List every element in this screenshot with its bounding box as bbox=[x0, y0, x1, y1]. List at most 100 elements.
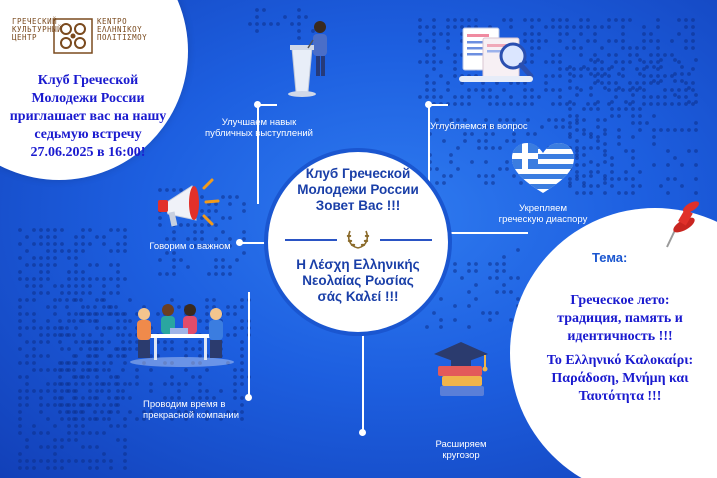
map-dot bbox=[107, 305, 111, 309]
map-dot bbox=[240, 354, 244, 358]
activity-label-speaking: Улучшаем навык публичных выступлений bbox=[205, 117, 313, 139]
map-dot bbox=[607, 25, 611, 29]
map-dot bbox=[586, 25, 590, 29]
map-dot bbox=[638, 114, 642, 118]
map-dot bbox=[74, 277, 78, 281]
map-dot bbox=[593, 81, 597, 85]
map-dot bbox=[649, 74, 653, 78]
map-dot bbox=[551, 18, 555, 22]
map-dot bbox=[691, 46, 695, 50]
map-dot bbox=[467, 95, 471, 99]
map-dot bbox=[114, 382, 118, 386]
map-dot bbox=[481, 81, 485, 85]
map-dot bbox=[652, 135, 656, 139]
map-dot bbox=[460, 102, 464, 106]
map-dot bbox=[670, 102, 674, 106]
map-dot bbox=[467, 290, 471, 294]
map-dot bbox=[198, 382, 202, 386]
map-dot bbox=[240, 403, 244, 407]
map-dot bbox=[453, 102, 457, 106]
map-dot bbox=[670, 88, 674, 92]
map-dot bbox=[200, 195, 204, 199]
map-dot bbox=[596, 135, 600, 139]
map-dot bbox=[18, 256, 22, 260]
map-dot bbox=[656, 74, 660, 78]
map-dot bbox=[214, 202, 218, 206]
map-dot bbox=[240, 361, 244, 365]
connector-dot bbox=[236, 239, 243, 246]
map-dot bbox=[652, 65, 656, 69]
map-dot bbox=[88, 396, 92, 400]
map-dot bbox=[39, 389, 43, 393]
map-dot bbox=[439, 95, 443, 99]
map-dot bbox=[509, 102, 513, 106]
map-dot bbox=[491, 181, 495, 185]
map-dot bbox=[439, 297, 443, 301]
map-dot bbox=[18, 459, 22, 463]
map-dot bbox=[116, 389, 120, 393]
map-dot bbox=[635, 88, 639, 92]
map-dot bbox=[149, 389, 153, 393]
map-dot bbox=[449, 160, 453, 164]
map-dot bbox=[18, 424, 22, 428]
map-dot bbox=[614, 53, 618, 57]
map-dot bbox=[565, 67, 569, 71]
map-dot bbox=[102, 284, 106, 288]
map-dot bbox=[39, 368, 43, 372]
map-dot bbox=[582, 107, 586, 111]
map-dot bbox=[502, 283, 506, 287]
map-dot bbox=[677, 32, 681, 36]
map-dot bbox=[463, 139, 467, 143]
connector-dot bbox=[254, 101, 261, 108]
map-dot bbox=[123, 452, 127, 456]
map-dot bbox=[67, 347, 71, 351]
map-dot bbox=[158, 216, 162, 220]
map-dot bbox=[79, 312, 83, 316]
map-dot bbox=[240, 396, 244, 400]
map-dot bbox=[193, 237, 197, 241]
topic-label: Тема: bbox=[592, 250, 628, 265]
map-dot bbox=[418, 18, 422, 22]
map-dot bbox=[453, 318, 457, 322]
map-dot bbox=[607, 53, 611, 57]
map-dot bbox=[432, 32, 436, 36]
map-dot bbox=[158, 223, 162, 227]
map-dot bbox=[142, 305, 146, 309]
map-dot bbox=[656, 95, 660, 99]
map-dot bbox=[102, 368, 106, 372]
map-dot bbox=[484, 118, 488, 122]
map-dot bbox=[586, 67, 590, 71]
map-dot bbox=[128, 333, 132, 337]
map-dot bbox=[123, 277, 127, 281]
map-dot bbox=[600, 46, 604, 50]
map-dot bbox=[233, 333, 237, 337]
map-dot bbox=[53, 382, 57, 386]
map-dot bbox=[114, 305, 118, 309]
map-dot bbox=[18, 452, 22, 456]
map-dot bbox=[680, 163, 684, 167]
push-pin-icon bbox=[666, 201, 700, 248]
map-dot bbox=[484, 160, 488, 164]
map-dot bbox=[652, 128, 656, 132]
map-dot bbox=[495, 311, 499, 315]
map-dot bbox=[568, 184, 572, 188]
map-dot bbox=[624, 191, 628, 195]
map-dot bbox=[149, 410, 153, 414]
map-dot bbox=[418, 25, 422, 29]
map-dot bbox=[149, 382, 153, 386]
map-dot bbox=[123, 249, 127, 253]
map-dot bbox=[600, 67, 604, 71]
map-dot bbox=[558, 53, 562, 57]
map-dot bbox=[18, 403, 22, 407]
map-dot bbox=[596, 100, 600, 104]
map-dot bbox=[516, 248, 520, 252]
map-dot bbox=[165, 188, 169, 192]
map-dot bbox=[474, 297, 478, 301]
map-dot bbox=[74, 291, 78, 295]
map-dot bbox=[107, 312, 111, 316]
map-dot bbox=[554, 125, 558, 129]
map-dot bbox=[523, 102, 527, 106]
map-dot bbox=[25, 249, 29, 253]
map-dot bbox=[191, 396, 195, 400]
map-dot bbox=[177, 382, 181, 386]
